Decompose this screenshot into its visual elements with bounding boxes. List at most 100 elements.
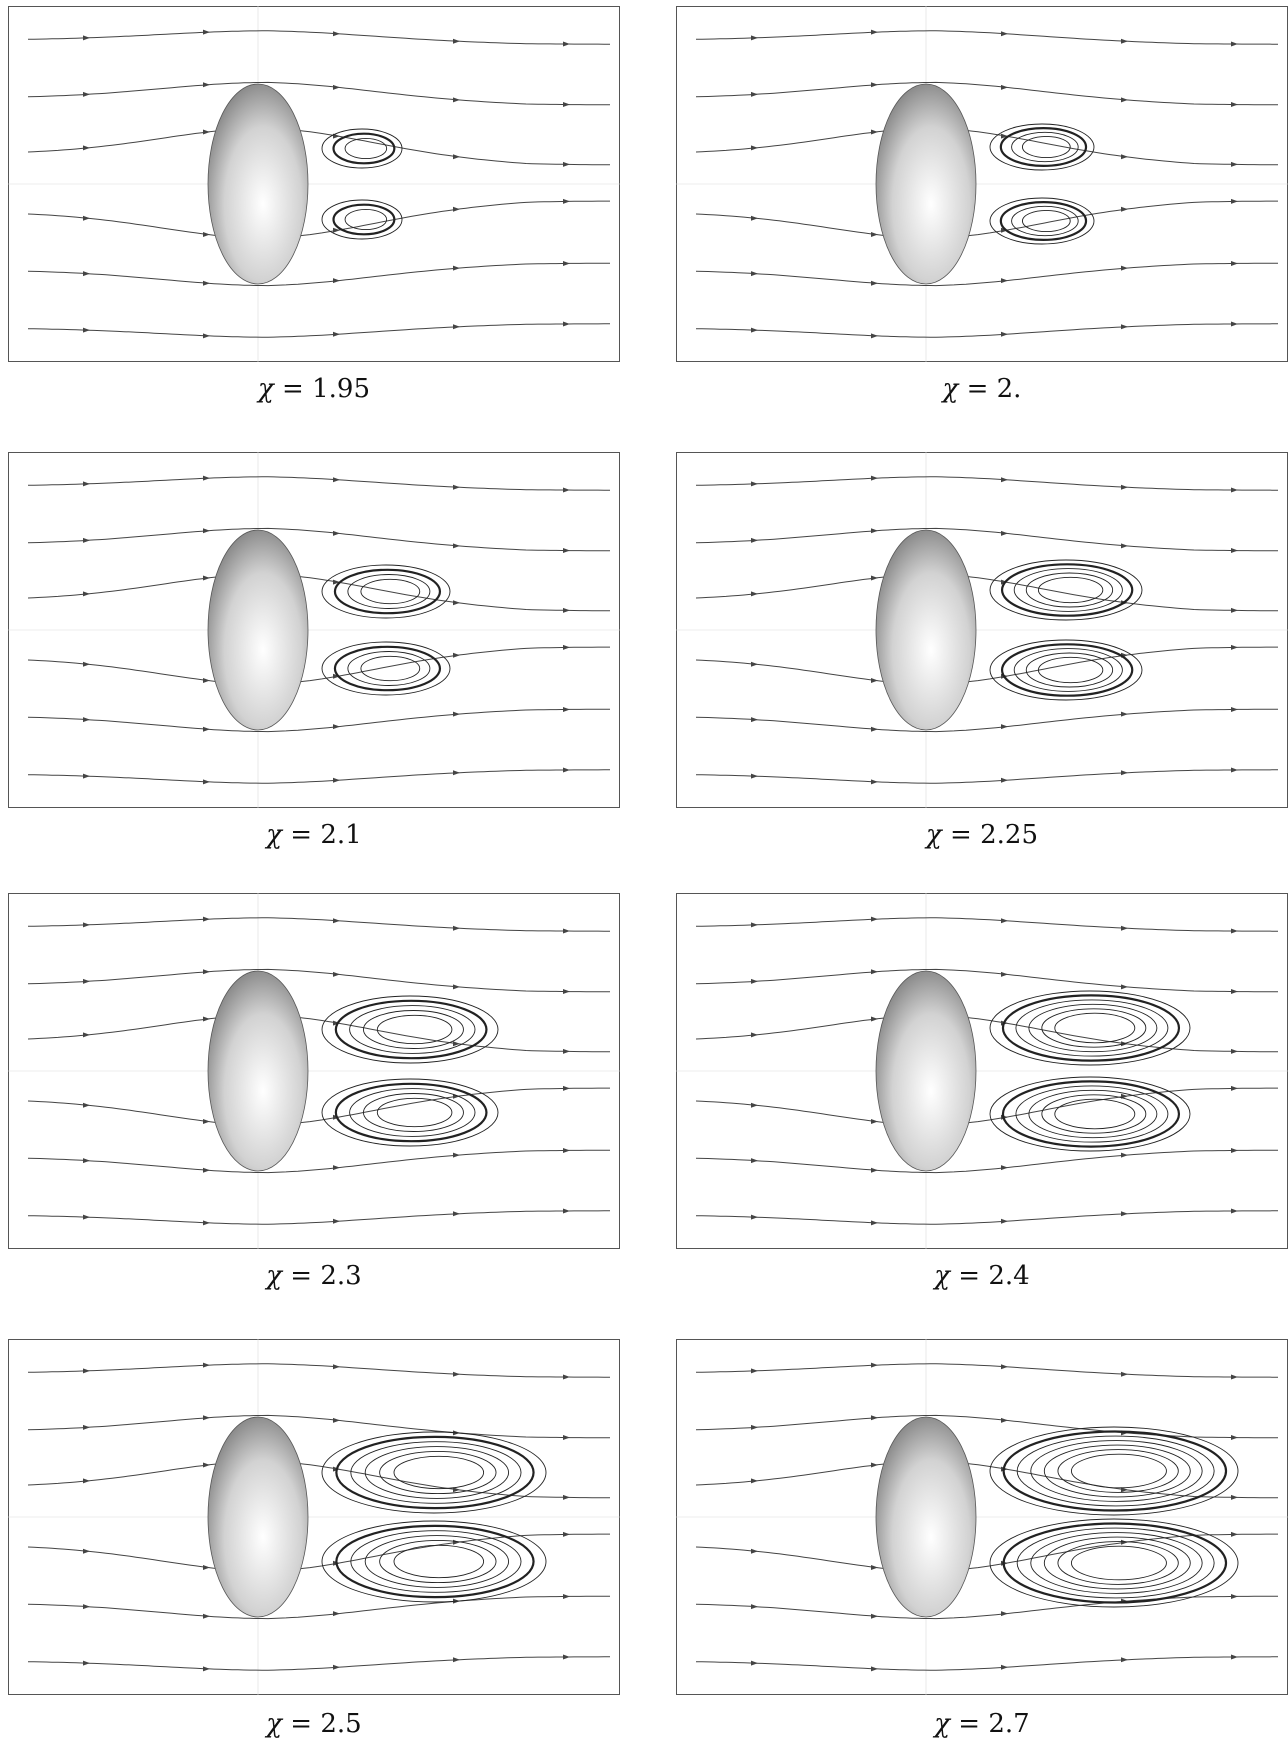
flow-arrow [83,35,90,41]
streamline [695,646,1278,685]
streamline [695,1210,1278,1225]
streamline [695,1656,1278,1671]
panel-3: χ = 2.1 [8,452,620,850]
vortex-loop [335,1435,535,1510]
flow-arrow [1231,41,1238,47]
vortex-loop [1015,1085,1169,1143]
ellipsoid-body [207,83,309,285]
flow-arrow [871,677,878,683]
vortex-loop [333,568,442,615]
flow-arrow [1231,928,1238,934]
flow-arrow [563,767,570,773]
streamline [27,1414,611,1439]
vortex-loop [1016,1435,1215,1507]
flow-arrow [1121,925,1128,931]
panel-caption: χ = 2.7 [934,1709,1030,1739]
flow-arrow [751,35,758,41]
ellipsoid-body [207,529,309,731]
flow-arrow [563,198,570,204]
flow-arrow [871,528,878,534]
vortex-loop [376,1014,453,1045]
flow-arrow [333,133,340,139]
flow-arrow [563,1085,570,1091]
flow-arrow [1121,1371,1128,1377]
streamline [695,127,1279,166]
vortex-loop [1011,131,1079,163]
flow-arrow [333,971,340,977]
streamline [695,200,1278,239]
flow-arrow [751,717,758,723]
flow-arrow [203,677,210,683]
flow-arrow [1121,1539,1128,1545]
flow-arrow [563,102,570,108]
streamline [27,1149,611,1174]
vortex-loop [999,201,1088,242]
streamline [695,1087,1278,1126]
flow-arrow [871,129,878,135]
flow-arrow [751,922,758,928]
vortex-loop [334,999,488,1060]
flow-arrow [563,989,570,995]
flow-arrow [1231,1593,1238,1599]
flow-arrow [83,145,90,151]
vortex-loop [335,1524,535,1599]
streamline [695,769,1278,784]
streamline [27,1656,610,1671]
flow-arrow [751,1214,758,1220]
flow-arrow [1231,548,1238,554]
flow-arrow [83,271,90,277]
flow-arrow [563,161,570,167]
flow-arrow [1231,1531,1238,1537]
streamline [695,262,1279,287]
vortex-loop [1054,1098,1136,1130]
flow-arrow [83,922,90,928]
streamline [27,81,611,106]
flow-arrow [563,928,570,934]
flow-arrow [563,1654,570,1660]
flow-arrow [1121,711,1128,717]
flow-arrow [751,91,758,97]
streamline-plot [676,452,1288,808]
vortex-loop [989,639,1143,701]
vortex-loop [363,1093,464,1132]
flow-arrow [751,1478,758,1484]
flow-arrow [83,537,90,543]
streamline [27,917,610,932]
vortex-loop [1015,999,1169,1057]
flow-arrow [871,779,878,785]
streamline [27,1087,610,1126]
flow-arrow [871,475,878,481]
vortex-loop [347,574,431,609]
vortex-loop [321,1078,499,1147]
flow-arrow [751,1032,758,1038]
streamline-plot [8,1339,620,1695]
flow-arrow [453,265,460,271]
flow-arrow [453,925,460,931]
streamline [27,1363,610,1378]
flow-arrow [1231,1374,1238,1380]
flow-arrow [333,227,340,233]
flow-arrow [871,1118,878,1124]
flow-arrow [203,726,210,732]
streamline [27,968,611,993]
vortex-loop [1000,643,1134,697]
flow-arrow [1231,1654,1238,1660]
vortex-loop [344,137,388,160]
flow-arrow [1001,1611,1008,1617]
flow-arrow [871,726,878,732]
flow-arrow [1231,644,1238,650]
flow-arrow [1231,1048,1238,1054]
flow-arrow [751,481,758,487]
vortex-loop [364,1446,510,1499]
flow-arrow [1231,607,1238,613]
vortex-loop [1043,1536,1191,1590]
flow-arrow [203,1462,210,1468]
streamline [27,30,610,45]
flow-arrow [871,1220,878,1226]
flow-arrow [203,475,210,481]
flow-arrow [83,481,90,487]
flow-arrow [1001,1218,1008,1224]
vortex-loop [1011,205,1079,237]
flow-arrow [83,1368,90,1374]
vortex-loop [1028,1089,1158,1139]
